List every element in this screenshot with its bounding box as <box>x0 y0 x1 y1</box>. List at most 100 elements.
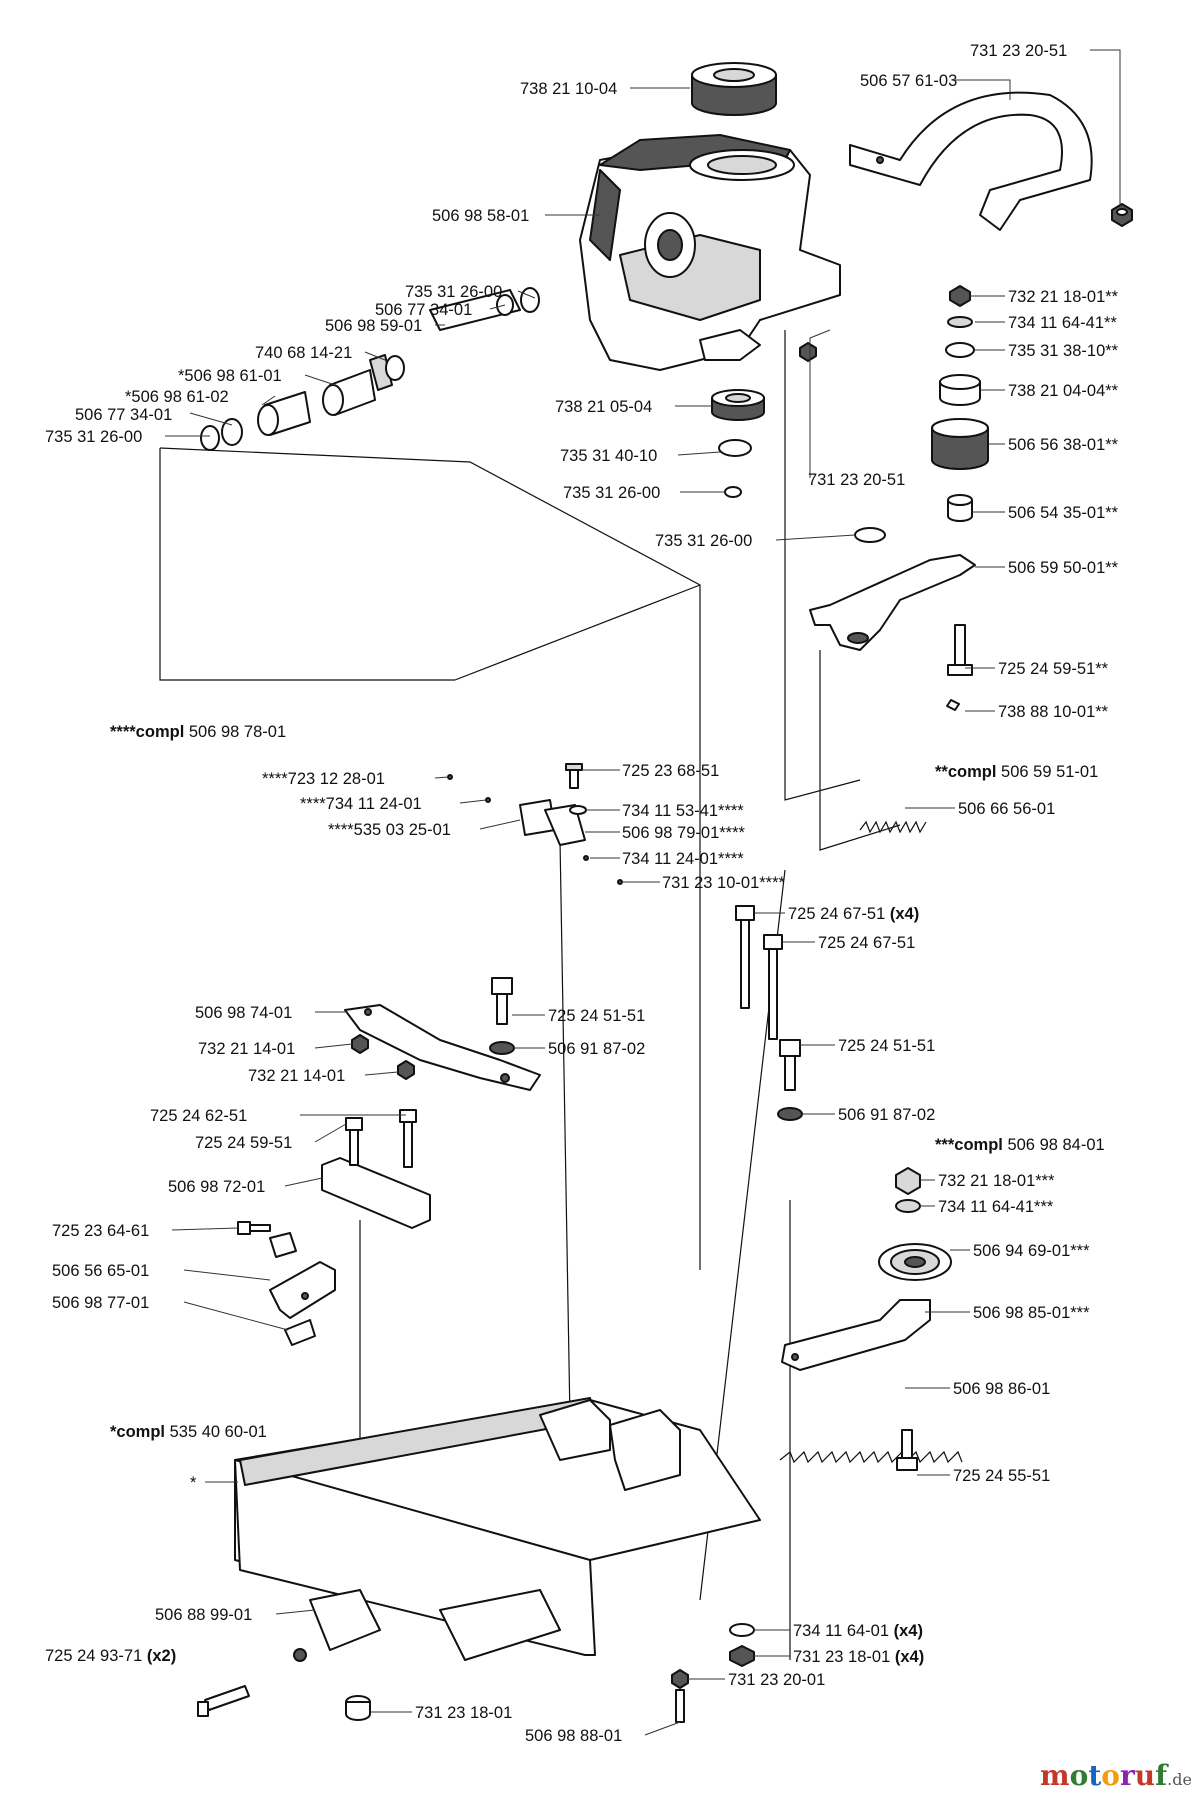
part-label: 506 77 34-01 <box>75 406 172 424</box>
bracket-506-98-77 <box>269 1261 336 1346</box>
part-label: 725 23 64-61 <box>52 1222 149 1240</box>
right-stack <box>931 285 989 522</box>
part-label: 506 98 59-01 <box>325 317 422 335</box>
part-label: 734 11 53-41**** <box>622 802 744 820</box>
group-header-pulley: ***compl 506 98 84-01 <box>935 1136 1105 1154</box>
quantity-label: (x4) <box>895 1648 924 1666</box>
curved-bracket <box>849 91 1093 231</box>
part-label: ****723 12 28-01 <box>262 770 385 788</box>
main-housing <box>579 134 841 371</box>
quantity-label: (x4) <box>890 905 919 923</box>
quantity-label: (x4) <box>894 1622 923 1640</box>
part-label: 506 98 85-01*** <box>973 1304 1090 1322</box>
part-label: 725 24 67-51 <box>818 934 915 952</box>
part-label: 731 23 18-01 (x4) <box>793 1648 924 1666</box>
part-label: 506 98 58-01 <box>432 207 529 225</box>
part-label: 740 68 14-21 <box>255 344 352 362</box>
part-label: 725 24 51-51 <box>548 1007 645 1025</box>
part-label: 738 21 04-04** <box>1008 382 1119 400</box>
part-label: 734 11 64-41*** <box>938 1198 1054 1216</box>
group-header-frame: *compl 535 40 60-01 <box>110 1423 267 1441</box>
lever-plate-506-98-74 <box>344 977 541 1091</box>
part-label: 735 31 38-10** <box>1008 342 1119 360</box>
small-spring <box>859 820 927 834</box>
part-label: 506 66 56-01 <box>958 800 1055 818</box>
part-labels: 731 23 20-51 506 57 61-03 738 21 10-04 5… <box>45 42 1119 1745</box>
part-label: 734 11 64-41** <box>1008 314 1117 332</box>
part-label-text: 725 24 93-71 <box>45 1647 142 1665</box>
part-label: 506 98 88-01 <box>525 1727 622 1745</box>
part-label: 738 88 10-01** <box>998 703 1109 721</box>
part-label: 506 91 87-02 <box>548 1040 645 1058</box>
watermark-logo: motoruf.de <box>1040 1759 1192 1792</box>
group-header-switch: ****compl 506 98 78-01 <box>110 723 286 741</box>
left-shaft-assembly <box>200 287 540 451</box>
part-label: 506 59 50-01** <box>1008 559 1119 577</box>
part-label-text: 725 24 67-51 <box>788 905 885 923</box>
watermark-letter: r <box>1120 1759 1136 1792</box>
part-label: 725 24 67-51 (x4) <box>788 905 919 923</box>
bearing-middle <box>711 342 886 543</box>
part-label: 734 11 24-01**** <box>622 850 744 868</box>
watermark-tld: .de <box>1167 1770 1192 1789</box>
part-label: 725 24 59-51 <box>195 1134 292 1152</box>
part-label-text: 734 11 64-01 <box>793 1622 889 1640</box>
part-label: 725 23 68-51 <box>622 762 719 780</box>
part-label: 731 23 20-01 <box>728 1671 825 1689</box>
part-label: 506 56 65-01 <box>52 1262 149 1280</box>
part-label: 738 21 10-04 <box>520 80 617 98</box>
part-label: 735 31 40-10 <box>560 447 657 465</box>
part-label: 725 24 93-71 (x2) <box>45 1647 176 1665</box>
part-label: 731 23 20-51 <box>808 471 905 489</box>
part-label: 506 88 99-01 <box>155 1606 252 1624</box>
part-label: 506 98 77-01 <box>52 1294 149 1312</box>
part-label: 506 77 34-01 <box>375 301 472 319</box>
part-label: 506 91 87-02 <box>838 1106 935 1124</box>
part-label: 506 94 69-01*** <box>973 1242 1090 1260</box>
part-label: 731 23 20-51 <box>970 42 1067 60</box>
part-label: 725 24 51-51 <box>838 1037 935 1055</box>
part-label-text: 731 23 18-01 <box>793 1648 890 1666</box>
watermark-letter: t <box>1088 1759 1101 1792</box>
long-bolts <box>735 905 783 1040</box>
leader-lines <box>165 49 1121 1736</box>
part-label: 732 21 14-01 <box>198 1040 295 1058</box>
part-label: 506 54 35-01** <box>1008 504 1119 522</box>
lever-arm <box>809 554 976 711</box>
nut-top-right <box>1111 203 1133 227</box>
watermark-letter: m <box>1040 1759 1070 1792</box>
part-label: 735 31 26-00 <box>563 484 660 502</box>
part-label: 732 21 18-01** <box>1008 288 1119 306</box>
part-label: 506 98 86-01 <box>953 1380 1050 1398</box>
part-label: 506 98 72-01 <box>168 1178 265 1196</box>
part-label: 506 98 74-01 <box>195 1004 292 1022</box>
watermark-letter: u <box>1135 1759 1155 1792</box>
switch-assembly <box>447 763 623 885</box>
part-label: 725 24 55-51 <box>953 1467 1050 1485</box>
part-label: *506 98 61-02 <box>125 388 229 406</box>
part-label: ****734 11 24-01 <box>300 795 422 813</box>
part-label: * <box>190 1474 197 1492</box>
part-label: ****535 03 25-01 <box>328 821 451 839</box>
part-label: 732 21 18-01*** <box>938 1172 1055 1190</box>
bearing-top <box>691 62 777 116</box>
part-label: 731 23 18-01 <box>415 1704 512 1722</box>
watermark-name: motoruf.de <box>1040 1759 1192 1792</box>
part-label: 506 57 61-03 <box>860 72 957 90</box>
part-label: 731 23 10-01**** <box>662 874 786 892</box>
part-label: 735 31 26-00 <box>405 283 502 301</box>
part-label: 506 98 79-01**** <box>622 824 746 842</box>
watermark-letter: f <box>1155 1759 1169 1792</box>
right-lower-parts <box>777 1039 963 1471</box>
part-label: 725 24 62-51 <box>150 1107 247 1125</box>
part-label: *506 98 61-01 <box>178 367 282 385</box>
group-header-lever: **compl 506 59 51-01 <box>935 763 1098 781</box>
block-506-98-72 <box>237 1109 431 1258</box>
part-label: 732 21 14-01 <box>248 1067 345 1085</box>
group-headers: ****compl 506 98 78-01 **compl 506 59 51… <box>110 723 1105 1441</box>
watermark-letter: o <box>1101 1759 1120 1792</box>
watermark-letter: o <box>1070 1759 1089 1792</box>
part-label: 735 31 26-00 <box>655 532 752 550</box>
base-frame <box>197 1397 761 1723</box>
